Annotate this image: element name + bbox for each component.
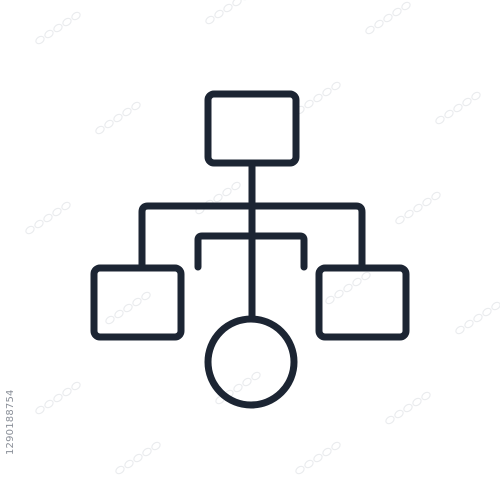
inner-bracket-connector — [194, 232, 308, 271]
right-node-box — [315, 264, 410, 341]
left-node-box — [90, 264, 185, 341]
stock-image-id: 1290188754 — [5, 389, 16, 455]
top-node-box — [204, 90, 300, 167]
bottom-node-circle — [204, 315, 298, 409]
branch-bar-connector — [138, 202, 366, 272]
